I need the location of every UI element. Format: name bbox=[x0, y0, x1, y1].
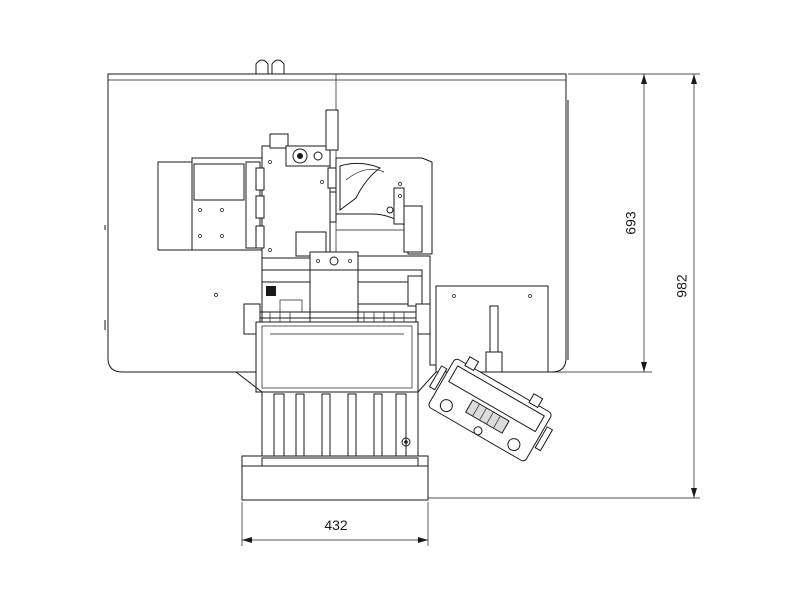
enclosure-cover bbox=[104, 73, 569, 373]
lower-frame bbox=[235, 371, 437, 458]
dimension-693-label: 693 bbox=[623, 211, 639, 235]
dimension-693 bbox=[552, 73, 652, 373]
cam-section bbox=[335, 157, 433, 255]
control-housing bbox=[255, 109, 339, 259]
dimension-432-label: 432 bbox=[324, 517, 348, 533]
side-panel bbox=[435, 285, 549, 373]
motor-block bbox=[157, 157, 263, 297]
dimension-982-label: 982 bbox=[674, 274, 690, 298]
guide-bars bbox=[273, 393, 411, 463]
discharge-opening bbox=[255, 321, 419, 393]
dimension-982 bbox=[428, 73, 700, 499]
control-pendant bbox=[428, 356, 554, 462]
lifting-eye bbox=[255, 59, 285, 74]
dimension-432 bbox=[241, 502, 429, 546]
base-plinth bbox=[241, 455, 429, 501]
